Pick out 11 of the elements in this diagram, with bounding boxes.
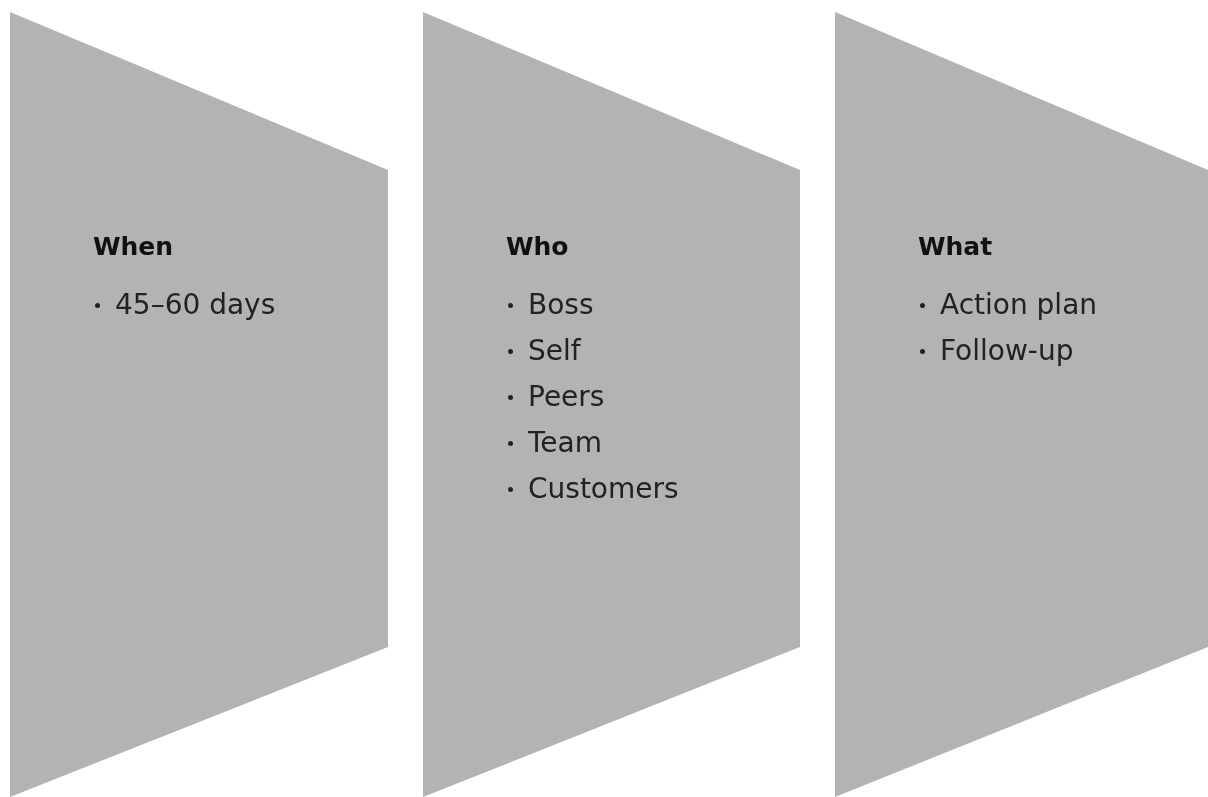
list-item: Peers bbox=[528, 380, 605, 413]
panel-heading: Who bbox=[506, 232, 569, 261]
panel-heading: What bbox=[918, 232, 993, 261]
list-item: Boss bbox=[528, 288, 594, 321]
list-item: Customers bbox=[528, 472, 679, 505]
panel-heading: When bbox=[93, 232, 174, 261]
list-item: Follow-up bbox=[940, 334, 1074, 367]
list-item: Action plan bbox=[940, 288, 1098, 321]
list-item: 45–60 days bbox=[115, 288, 276, 321]
list-item: Self bbox=[528, 334, 581, 367]
list-item: Team bbox=[528, 426, 602, 459]
